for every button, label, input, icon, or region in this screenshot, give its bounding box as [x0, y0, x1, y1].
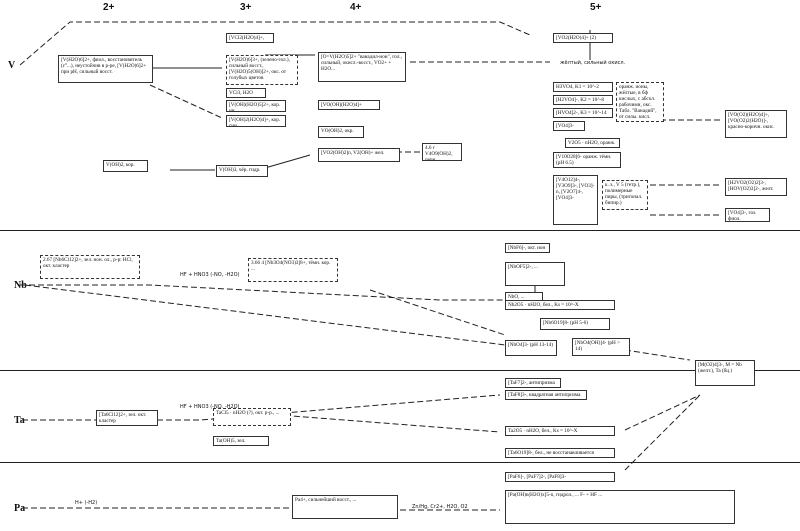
ta-cl-box: TaCl5 · nH2O (?), окт. р-р., ...: [213, 408, 291, 426]
pa-oh-box: [Pa(OH)n(H2O)x]5-n, гидрол., ... F- + HF…: [505, 490, 735, 524]
v5-hvo4-box: [HVO4]2-, K3 = 10^-14: [553, 108, 613, 118]
v5-v10-box: [V10O28]6- оранж. тёмн. (pH 6.5): [553, 152, 621, 168]
v4-v4o9-box: 4.6 г V4O9(OH)2, черн.: [422, 143, 462, 161]
v5-poly-desc-box: к. з., V 5 (тетр.), полимерные пиры, (тр…: [602, 180, 648, 210]
v5-top-box: [VO2(H2O)4]+ (2): [553, 33, 613, 43]
pa-hydrogen-label: H+ (-H2): [75, 500, 98, 506]
nb-nbo4-box: [NbO4]3- (pH 13-14): [505, 340, 557, 356]
v5-peroxo2-box: [H2VO2(O2)2]3-, [HOV(O2)3]2-, желт.: [725, 178, 787, 196]
separator-v-nb: [0, 230, 800, 231]
pa-ion-box: Pa4+, сильнейший восст., ...: [292, 495, 398, 519]
header-2plus: 2+: [103, 2, 115, 13]
nb-hf-label: HF + HNO3 (-NO, -H2O): [180, 272, 240, 278]
header-4plus: 4+: [350, 2, 362, 13]
nb-nb2o5-box: Nb2O5 · nH2O, бел., Ks = 10^-X: [505, 300, 615, 310]
ta-oh-box: Ta(OH)5, зел.: [213, 436, 269, 446]
v5-vo4-blue-box: [VO4]3-, гоз. фиол.: [725, 208, 770, 222]
v4-vo-box: [O=V(H2O)5]2+ "ванадил-ион", гол., сильн…: [318, 52, 406, 82]
ta-poly-box: [Ta6O19]8-, бел., не восстанавливается: [505, 448, 615, 458]
v5-poly-box: [V4O12]4-, [V3O9]3-, [VO3]-n, [V2O7]4-, …: [553, 175, 598, 225]
pa-f-box: [PaF6]-, [PaF7]2-, [PaF8]3-: [505, 472, 615, 482]
ta-hf-label: HF + HNO3 (-NO, -H2O): [180, 404, 240, 410]
separator-nb-ta: [0, 370, 800, 371]
v4-voh2-box: VO(OH)2, окр.: [318, 126, 364, 138]
element-pa: Pa: [14, 503, 26, 514]
nb-nbo4-oh-box: [NbO4(OH)]4- (pH > 14): [572, 338, 630, 356]
v5-h2vo4-box: [H2VO4]-, K2 = 10^-8: [553, 95, 613, 105]
ta-f2-box: [TaF8]3-, квадратная антипризма: [505, 390, 587, 400]
separator-ta-pa: [0, 462, 800, 463]
v5-desc-box: оранж. ионы, жёлтые, в бф кислых, с абсо…: [616, 82, 664, 122]
v5-vo4-box: [VO4]3-: [553, 121, 585, 131]
v3-oh3-box: V(OH)3, чёр. гидр.: [216, 165, 268, 177]
header-3plus: 3+: [240, 2, 252, 13]
nb-oxo-box: 3.66 4 [Nb3O4(NO3)3]8+, тёмн. кор. ...: [248, 258, 338, 282]
nb-f-box: [NbF6]-, окт. ион: [505, 243, 550, 253]
v3-oh2-box: [V(OH)2(H2O)4]+, кор. син.: [226, 115, 286, 127]
pa-zn-label: Zn/Hg, Cr2+, H2O, O2: [412, 504, 468, 510]
v3-oh1-box: [V(OH)(H2O)5]2+, кор. ин.: [226, 100, 286, 112]
v5-v2o5-box: V2O5 · nH2O, оранж.: [565, 138, 620, 148]
v2-aqua-box: [V(H2O)6]2+, фиол., восстановитель (ε°..…: [58, 55, 153, 83]
v5-h3vo4-box: H3VO4, K1 = 10^-2: [553, 82, 613, 92]
v3-dcl-box: VCl3, H2O: [226, 88, 266, 98]
ta-oxo-box: Ta2O5 · nH2O, бел., Ks = 10^-X: [505, 426, 615, 436]
element-v: V: [8, 60, 16, 71]
ta-f-box: [TaF7]2-, антипризма: [505, 378, 561, 388]
v4-poly-box: [VO2(OH)2]n, V2(OH)+ жел.: [318, 148, 400, 162]
v3-cl-box: [VCl2(H2O)4]+, зел.: [226, 33, 274, 43]
ta-cluster-box: [Ta6Cl12]2+, зел. окт. кластер: [96, 410, 158, 426]
v4-oh-box: [VO(OH)(H2O)4]+: [318, 100, 380, 110]
nb-m-peroxo-box: [M(O2)4]3-, M = Nb (желт.), Ta (бц.): [695, 360, 755, 386]
nb-nb6o19-box: [Nb6O19]8- (pH 5-6): [540, 318, 610, 330]
v5-peroxo-box: [VO(O2)(H2O)4]+, [VO(O2)2(H2O)]-, красно…: [725, 110, 787, 138]
element-ta: Ta: [14, 415, 25, 426]
v5-yellow-label: жёлтый, сильный окисл.: [560, 60, 626, 66]
header-5plus: 5+: [590, 2, 602, 13]
v2-oh-box: V(OH)2, кор.: [103, 160, 148, 172]
nb-oxof-box: [NbOF5]2-, ...: [505, 262, 565, 286]
v3-aqua-box: [V(H2O)6]3+, (зелено-гол.), сильный восс…: [226, 55, 298, 85]
nb-cluster-box: 2.67 [Nb6Cl12]2+, зел. нон. ол., р-р: HC…: [40, 255, 140, 279]
